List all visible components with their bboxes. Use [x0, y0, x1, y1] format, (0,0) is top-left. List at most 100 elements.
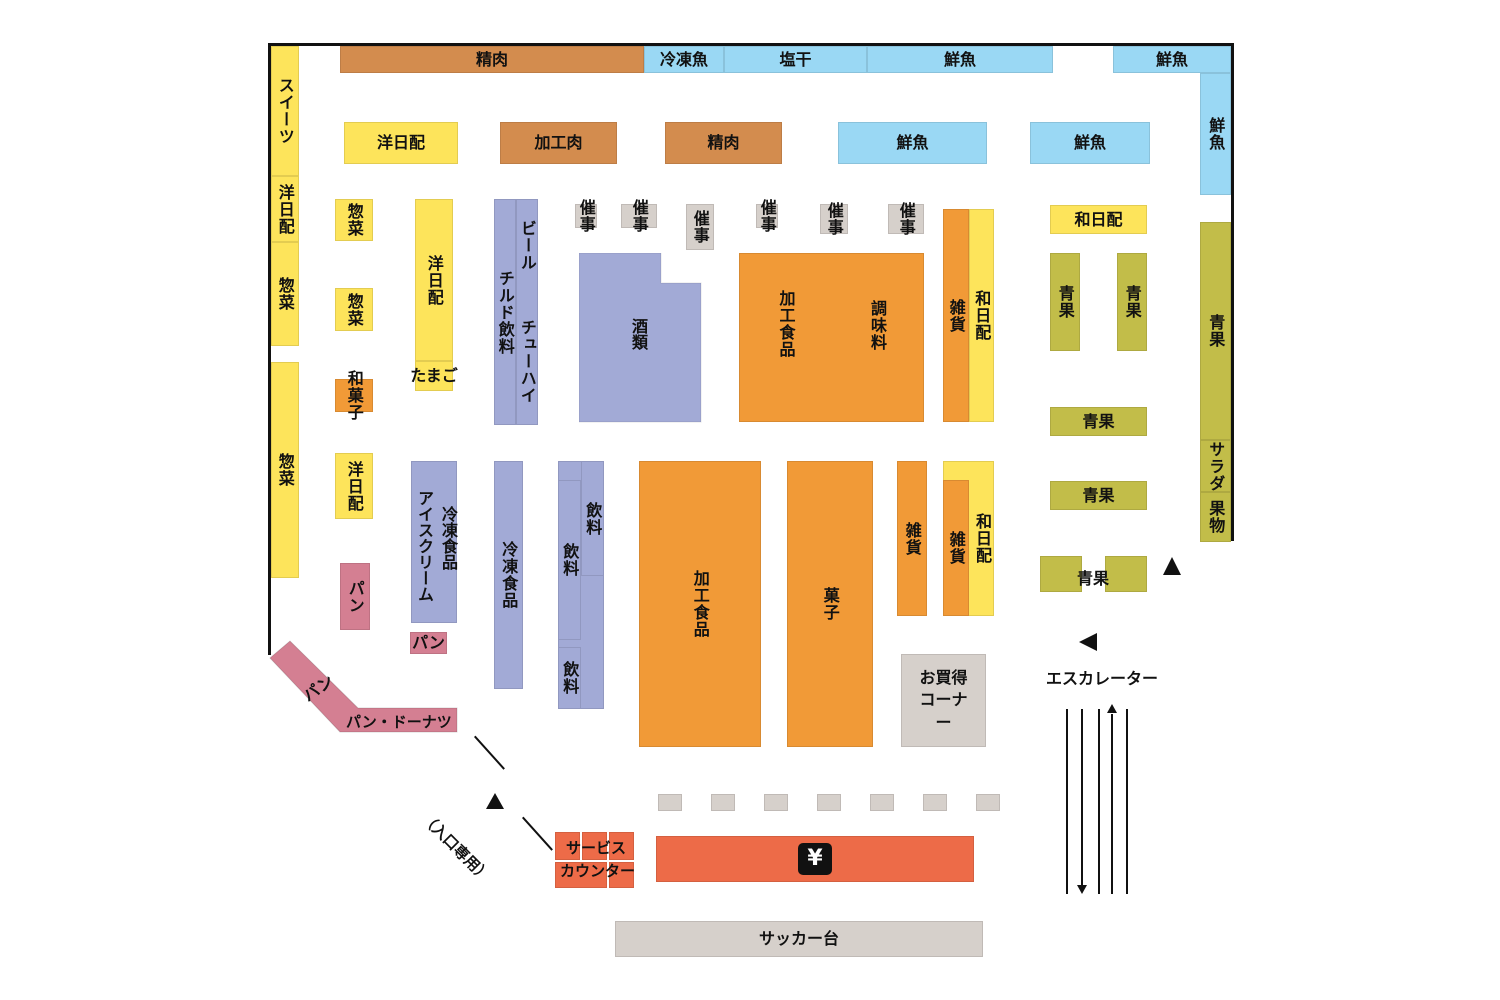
section-salad[interactable]: サラダ — [1200, 440, 1231, 492]
section-liquor-shape[interactable] — [579, 253, 703, 423]
section-produce-right-wall[interactable]: 青果 — [1200, 222, 1231, 440]
section-deli-island-1[interactable]: 惣菜 — [335, 199, 373, 241]
section-deli-wall-lower[interactable]: 惣菜 — [271, 362, 299, 578]
section-bakery-counter[interactable] — [268, 638, 460, 736]
section-event[interactable]: 催事 — [575, 199, 597, 233]
section-fresh-fish-top[interactable]: 鮮魚 — [867, 46, 1053, 73]
section-event[interactable]: 催事 — [820, 202, 848, 236]
section-event[interactable]: 催事 — [686, 204, 714, 250]
section-confectionery[interactable]: 菓子 — [787, 461, 873, 747]
section-beverage-3[interactable]: 飲料 — [558, 647, 581, 709]
section-label: 飲料 — [583, 501, 603, 536]
section-japanese-daily-upper[interactable]: 和日配 — [969, 209, 994, 422]
section-label: チューハイ — [517, 319, 537, 404]
section-produce-island-5b[interactable] — [1105, 556, 1147, 592]
service-counter-tile-2[interactable] — [582, 832, 607, 860]
section-chilled-drinks[interactable]: チルド飲料 — [494, 199, 516, 425]
service-counter-label-1: サービス — [566, 839, 627, 857]
section-frozen-food-2[interactable]: 冷凍食品 — [494, 461, 523, 689]
service-counter-tile-4[interactable] — [555, 862, 607, 888]
section-label-bread-donut: パン・ドーナツ — [346, 713, 452, 731]
section-label: 塩干 — [779, 49, 812, 69]
service-counter-tile-3[interactable] — [609, 832, 634, 860]
section-frozen-fish[interactable]: 冷凍魚 — [644, 46, 724, 73]
escalator-line-1 — [1066, 709, 1068, 894]
section-meat-island[interactable]: 精肉 — [665, 122, 782, 164]
section-processed-food-lower[interactable]: 加工食品 — [639, 461, 761, 747]
service-counter-label-2: カウンター — [560, 862, 636, 880]
section-deli-wall-upper[interactable]: 惣菜 — [271, 242, 299, 346]
section-label: パン — [345, 579, 365, 614]
section-label: 青果 — [1055, 285, 1075, 319]
section-fruit[interactable]: 果物 — [1200, 492, 1231, 542]
section-event[interactable]: 催事 — [621, 199, 657, 233]
section-label: 催事 — [757, 199, 777, 233]
section-label: 飲料 — [560, 543, 580, 577]
section-bargain-corner[interactable]: お買得コーナー — [901, 654, 986, 747]
section-produce-island-1[interactable]: 青果 — [1050, 253, 1080, 351]
section-label-frozen-1: 冷凍食品 — [439, 506, 458, 570]
section-western-daily-upper[interactable]: 洋日配 — [344, 122, 458, 164]
section-label: 和菓子 — [344, 370, 364, 421]
section-bread-island-2[interactable]: パン — [410, 632, 447, 654]
service-counter-tile-5[interactable] — [609, 862, 634, 888]
section-label: お買得コーナー — [919, 667, 968, 732]
section-label-produce-6: 青果 — [1077, 569, 1110, 588]
section-produce-island-2[interactable]: 青果 — [1117, 253, 1147, 351]
section-eggs[interactable]: たまご — [410, 361, 458, 391]
section-fresh-fish-island-2[interactable]: 鮮魚 — [1030, 122, 1150, 164]
section-western-daily-island[interactable]: 洋日配 — [335, 453, 373, 519]
section-label: 洋日配 — [344, 460, 364, 512]
escalator-line-3 — [1098, 709, 1100, 894]
section-meat-top[interactable]: 精肉 — [340, 46, 644, 73]
section-label: 和日配 — [1074, 209, 1123, 229]
section-label: 惣菜 — [275, 453, 295, 487]
section-frozen-food-1[interactable] — [411, 461, 457, 623]
section-label: 催事 — [629, 199, 649, 233]
section-liquor-label: 酒類 — [629, 318, 648, 350]
section-label: 惣菜 — [275, 277, 295, 311]
section-sundries-lower-1[interactable]: 雑貨 — [897, 461, 927, 616]
section-label: 冷凍食品 — [499, 541, 519, 609]
sacker-table[interactable]: サッカー台 — [615, 921, 983, 957]
section-label: 精肉 — [707, 133, 740, 153]
section-beverage-2[interactable]: 飲料 — [558, 480, 581, 640]
section-beer-chuhai[interactable]: ビールチューハイ — [516, 199, 538, 425]
section-event[interactable]: 催事 — [888, 202, 924, 236]
section-deli-island-2[interactable]: 惣菜 — [335, 288, 373, 331]
section-processed-food-upper[interactable]: 加工食品調味料 — [739, 253, 924, 422]
section-label: 菓子 — [820, 587, 840, 621]
section-label: 惣菜 — [344, 292, 364, 327]
arrow-up-icon — [1163, 557, 1181, 575]
section-label: 催事 — [896, 202, 916, 236]
section-produce-island-3[interactable]: 青果 — [1050, 407, 1147, 436]
section-fresh-fish-top-right[interactable]: 鮮魚 — [1113, 46, 1231, 73]
section-fresh-fish-island-1[interactable]: 鮮魚 — [838, 122, 987, 164]
entrance-label: （入口専用） — [417, 809, 495, 886]
section-western-daily-long[interactable]: 洋日配 — [415, 199, 453, 361]
section-fresh-fish-right[interactable]: 鮮魚 — [1200, 73, 1231, 195]
section-label: 果物 — [1206, 500, 1226, 534]
section-label: 精肉 — [475, 49, 508, 69]
section-wagashi[interactable]: 和菓子 — [335, 370, 373, 421]
section-japanese-daily-right[interactable]: 和日配 — [1050, 205, 1147, 234]
section-produce-island-4[interactable]: 青果 — [1050, 481, 1147, 510]
section-label: 鮮魚 — [943, 49, 976, 69]
section-bread-island-1[interactable]: パン — [340, 563, 370, 630]
section-sundries-upper[interactable]: 雑貨 — [943, 209, 969, 422]
section-sundries-lower-2[interactable]: 雑貨 — [943, 480, 969, 616]
checkout-register[interactable]: ¥ — [656, 836, 974, 882]
section-label-ice-cream: アイスクリーム — [415, 490, 434, 602]
section-produce-island-5a[interactable] — [1040, 556, 1082, 592]
escalator-up-arrow-icon — [1107, 704, 1117, 713]
section-label: 催事 — [824, 202, 844, 236]
section-dried-salted[interactable]: 塩干 — [724, 46, 867, 73]
section-western-daily-wall[interactable]: 洋日配 — [271, 176, 299, 242]
section-processed-meat[interactable]: 加工肉 — [500, 122, 617, 164]
section-beverage-1[interactable]: 飲料 — [581, 461, 604, 576]
section-event[interactable]: 催事 — [756, 199, 778, 233]
escalator-down-arrow-icon — [1077, 885, 1087, 894]
section-sweets[interactable]: スイーツ — [271, 46, 299, 176]
section-label: 鮮魚 — [1073, 133, 1106, 153]
service-counter-tile-1[interactable] — [555, 832, 580, 860]
